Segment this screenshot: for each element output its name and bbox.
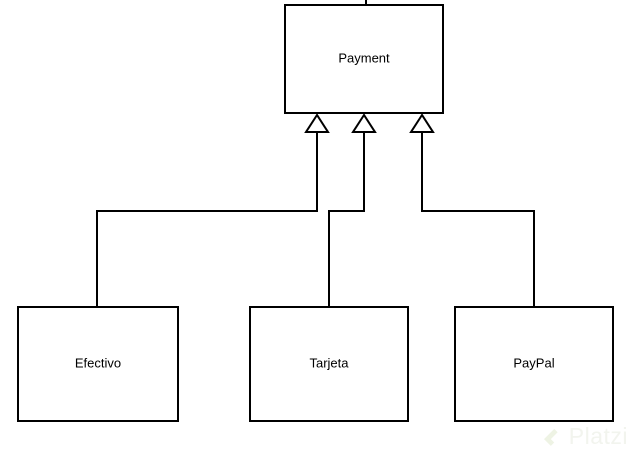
class-box-paypal-label: PayPal bbox=[513, 355, 554, 370]
class-box-tarjeta-label: Tarjeta bbox=[309, 355, 349, 370]
class-box-payment[interactable]: Payment bbox=[284, 4, 444, 114]
class-box-tarjeta-rect[interactable] bbox=[249, 306, 409, 422]
class-box-efectivo-label: Efectivo bbox=[75, 355, 121, 370]
connector-payment-tarjeta bbox=[328, 132, 365, 307]
class-box-tarjeta[interactable]: Tarjeta bbox=[249, 306, 409, 422]
class-box-efectivo[interactable]: Efectivo bbox=[17, 306, 179, 422]
class-box-payment-rect[interactable] bbox=[284, 4, 444, 114]
connector-payment-efectivo bbox=[96, 132, 318, 307]
generalization-arrowhead-tarjeta bbox=[351, 113, 377, 133]
class-box-paypal-rect[interactable] bbox=[454, 306, 614, 422]
class-box-payment-label: Payment bbox=[338, 50, 390, 65]
connector-payment-paypal bbox=[421, 132, 535, 307]
generalization-arrowhead-paypal bbox=[409, 113, 435, 133]
class-box-paypal[interactable]: PayPal bbox=[454, 306, 614, 422]
class-box-efectivo-rect[interactable] bbox=[17, 306, 179, 422]
generalization-arrowhead-efectivo bbox=[304, 113, 330, 133]
